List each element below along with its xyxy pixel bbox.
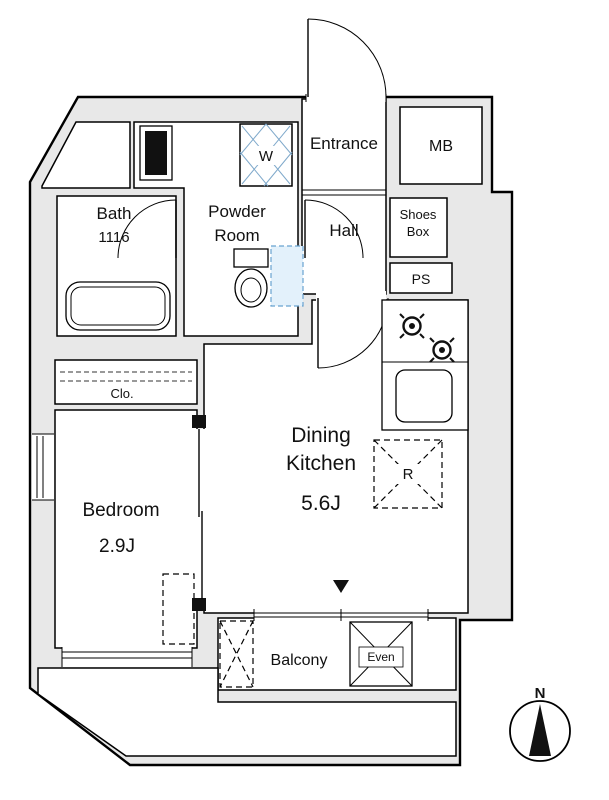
refrigerator-diagonal: [373, 439, 443, 509]
room-balcony: [217, 617, 457, 691]
door-post: [192, 598, 206, 611]
stove-burner-icon: [429, 337, 455, 363]
powder-door-arc: [304, 199, 364, 259]
refrigerator-label-backing: [397, 464, 419, 484]
bedroom-label: Bedroom: [82, 500, 159, 521]
toilet-bowl: [234, 268, 268, 308]
room-bedroom: [54, 409, 198, 649]
pipe-space-box: [389, 262, 453, 294]
shoes-box-label-line1: Shoes: [400, 207, 437, 222]
stove-burner-icon: [399, 313, 425, 339]
refrigerator-label: R: [403, 466, 414, 483]
shoes-box-label-line2: Box: [407, 224, 430, 239]
closet-label: Clo.: [110, 386, 133, 401]
bedroom-size-label: 2.9J: [99, 536, 135, 557]
bathtub-inner: [70, 286, 166, 326]
toilet-bowl-inner: [240, 277, 262, 303]
entrance-door-arc: [307, 18, 387, 98]
dining-kitchen-label-line2: Kitchen: [286, 452, 356, 475]
bathtub: [65, 281, 171, 331]
meter-box-label: MB: [429, 138, 453, 155]
balcony-equipment-diagonal: [219, 620, 254, 688]
closet-area: [54, 359, 198, 405]
room-entrance-hall: [301, 98, 387, 295]
balcony-label: Balcony: [271, 652, 328, 669]
refrigerator-box: [373, 439, 443, 509]
bath-size-label: 1116: [98, 229, 129, 246]
dining-kitchen-label-line1: Dining: [291, 424, 351, 447]
bedroom-window-opening: [62, 647, 192, 667]
refrigerator-diagonal: [373, 439, 443, 509]
water-heater-core: [145, 131, 167, 175]
sliding-door-opening: [195, 429, 206, 599]
hall-label: Hall: [329, 221, 358, 240]
outdoor-unit-label-box: [358, 646, 404, 668]
bath-label: Bath: [97, 204, 132, 223]
balcony-equipment-box: [219, 620, 254, 688]
washer-label-backing: [255, 146, 277, 165]
toilet-service-area: [270, 245, 304, 307]
hall-dk-door-opening: [316, 291, 386, 302]
balcony-equipment-diagonal: [219, 620, 254, 688]
washer-hatch: [239, 151, 269, 187]
door-post: [192, 415, 206, 428]
compass-needle-icon: [529, 704, 551, 756]
powder-room-label-line2: Room: [214, 226, 259, 245]
washer-label: W: [259, 148, 274, 165]
pipe-space-label: PS: [412, 271, 431, 287]
room-meter-box: [399, 106, 483, 185]
kitchen-sink: [395, 369, 453, 423]
lower-eaves-area: [37, 667, 457, 757]
powder-room-label-line1: Powder: [208, 202, 266, 221]
toilet-tank: [233, 248, 269, 268]
compass-north-label: N: [535, 685, 546, 702]
entrance-label: Entrance: [310, 134, 378, 153]
washer-hatch: [265, 123, 293, 156]
shoes-box: [389, 197, 448, 258]
bath-door-arc: [117, 199, 177, 259]
corner-void-area: [41, 121, 131, 189]
dining-kitchen-size-label: 5.6J: [301, 492, 341, 515]
outdoor-unit-label: Even: [367, 650, 394, 664]
entrance-door-opening: [306, 94, 386, 102]
balcony-direction-marker: [333, 580, 349, 593]
